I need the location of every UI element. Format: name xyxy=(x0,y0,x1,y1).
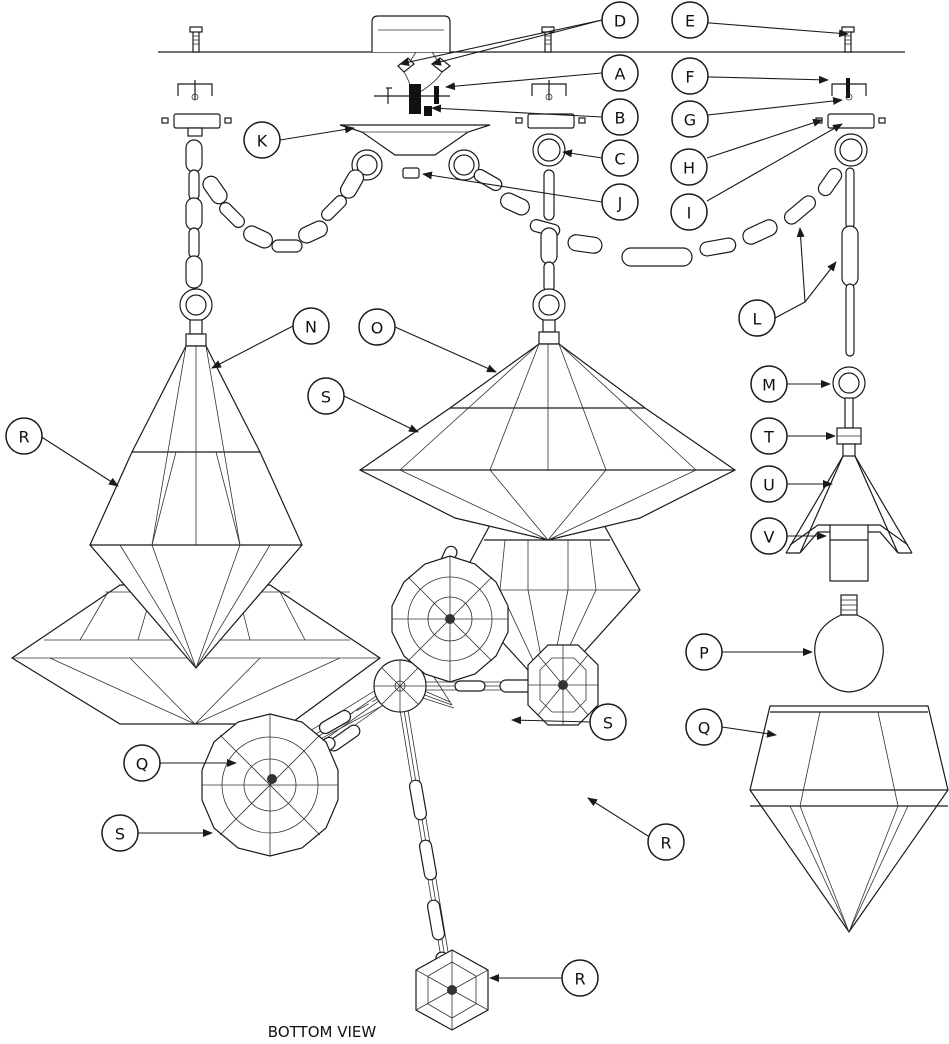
label-F: F xyxy=(671,57,709,95)
svg-text:O: O xyxy=(371,319,384,338)
label-R-bottom: R xyxy=(561,959,599,997)
svg-text:S: S xyxy=(115,825,125,844)
label-P: P xyxy=(685,633,723,671)
label-S-side: S xyxy=(307,377,345,415)
small-canopy-left xyxy=(161,80,232,137)
label-E: E xyxy=(671,1,709,39)
svg-text:S: S xyxy=(603,714,613,733)
label-D: D xyxy=(601,1,639,39)
label-A: A xyxy=(601,54,639,92)
bottom-view-caption: BOTTOM VIEW xyxy=(268,1023,377,1041)
svg-text:Q: Q xyxy=(698,719,711,738)
svg-text:S: S xyxy=(321,388,331,407)
main-canopy xyxy=(339,124,491,156)
svg-text:E: E xyxy=(685,12,695,31)
ceiling-screw xyxy=(189,26,203,53)
label-M: M xyxy=(750,365,788,403)
svg-text:G: G xyxy=(684,111,696,130)
socket-assembly xyxy=(785,366,913,582)
svg-text:M: M xyxy=(762,376,776,395)
label-S-bottom-left: S xyxy=(101,814,139,852)
small-canopy-right xyxy=(815,78,886,129)
label-Q-exploded: Q xyxy=(685,708,723,746)
label-Q-bottom: Q xyxy=(123,744,161,782)
svg-text:T: T xyxy=(763,428,774,447)
label-T: T xyxy=(750,417,788,455)
set-screw xyxy=(402,167,420,179)
chains xyxy=(185,139,859,357)
label-U: U xyxy=(750,465,788,503)
svg-text:J: J xyxy=(617,194,623,213)
label-K: K xyxy=(243,121,281,159)
label-C: C xyxy=(601,139,639,177)
svg-text:C: C xyxy=(614,150,625,169)
svg-text:B: B xyxy=(615,109,626,128)
pendant-r-side xyxy=(10,288,382,725)
ceiling xyxy=(158,15,905,53)
label-R-bottom-right: R xyxy=(647,823,685,861)
svg-text:P: P xyxy=(699,644,709,663)
label-H: H xyxy=(670,148,708,186)
label-L: L xyxy=(738,299,776,337)
svg-text:R: R xyxy=(574,970,585,989)
center-mounting-hardware xyxy=(374,84,450,116)
bottom-view: BOTTOM VIEW xyxy=(201,545,599,1041)
small-canopy-middle xyxy=(515,80,586,129)
svg-text:L: L xyxy=(753,310,762,329)
svg-text:V: V xyxy=(764,528,775,547)
svg-text:R: R xyxy=(660,834,671,853)
label-S-bottom-top: S xyxy=(589,703,627,741)
label-G: G xyxy=(671,100,709,138)
svg-text:R: R xyxy=(18,428,29,447)
svg-text:I: I xyxy=(687,204,692,223)
svg-text:N: N xyxy=(305,318,317,337)
label-J: J xyxy=(601,183,639,221)
svg-text:K: K xyxy=(257,132,268,151)
ceiling-screw xyxy=(541,26,555,53)
svg-text:Q: Q xyxy=(136,755,149,774)
svg-text:D: D xyxy=(614,12,626,31)
ceiling-screw xyxy=(841,26,855,53)
svg-text:U: U xyxy=(763,476,775,495)
label-R-side: R xyxy=(5,417,43,455)
svg-text:A: A xyxy=(615,65,626,84)
svg-text:H: H xyxy=(683,159,695,178)
label-B: B xyxy=(601,98,639,136)
wire-nuts xyxy=(397,51,451,93)
shade-q-exploded xyxy=(749,705,949,934)
svg-text:F: F xyxy=(685,68,694,87)
label-V: V xyxy=(750,517,788,555)
label-N: N xyxy=(292,307,330,345)
label-O: O xyxy=(358,308,396,346)
light-bulb xyxy=(814,594,884,693)
label-I: I xyxy=(670,193,708,231)
